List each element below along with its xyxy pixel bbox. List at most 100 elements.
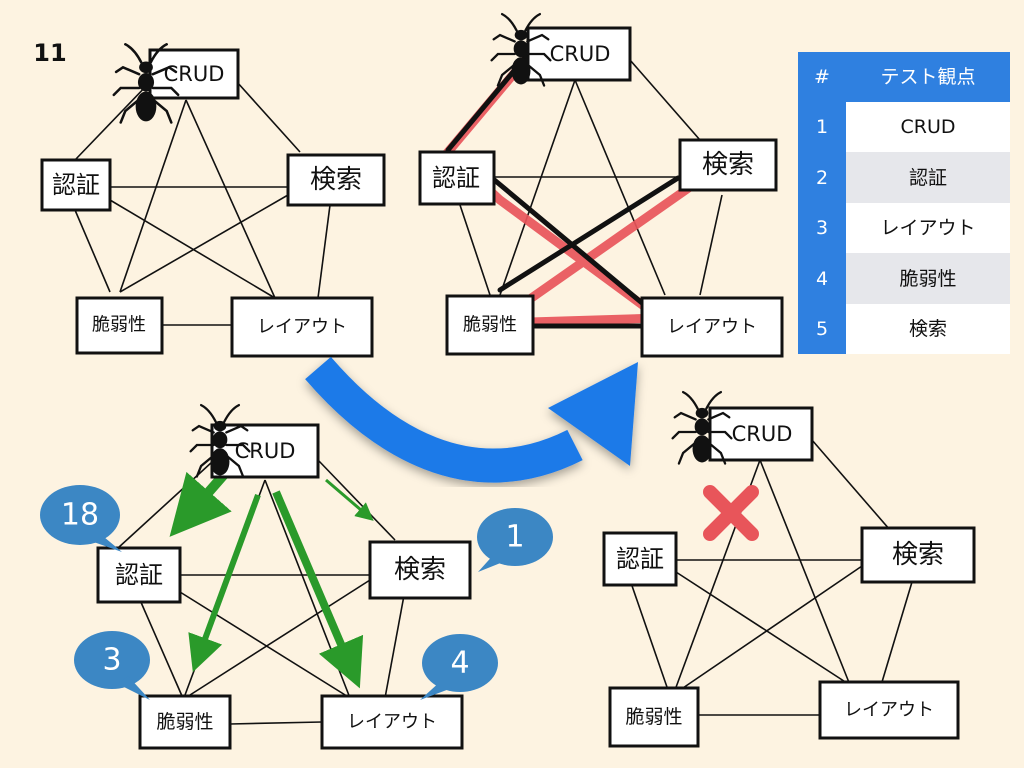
node-crud: CRUD [210,423,320,479]
edge [139,599,183,697]
table-cell-num: 2 [816,167,828,189]
node-crud: CRUD [148,48,240,100]
ant-bug-icon [671,390,733,465]
edge [679,565,863,691]
edge [574,79,666,296]
node-label: レイアウト [257,317,347,338]
node-layout: レイアウト [230,296,374,358]
table-row [846,152,1010,203]
ant-bug-icon [490,12,552,87]
node-label: CRUD [235,439,296,463]
node-label: 認証 [616,545,664,573]
node-label: 検索 [310,165,362,195]
table-cell-num: 3 [816,217,828,239]
bubble-count: 1 [505,520,524,555]
table-cell-label: レイアウト [880,217,975,239]
node-label: レイアウト [667,317,757,338]
edge [881,581,913,683]
node-label: 検索 [394,555,446,585]
node-vuln: 脆弱性 [75,296,164,355]
edges [74,81,331,326]
bubble-vuln: 3 [74,631,150,700]
table-cell-label: 検索 [909,318,947,340]
graph-bottom-left: CRUD 認証 検索 脆弱性 レイアウト [40,403,553,750]
node-vuln: 脆弱性 [138,694,232,750]
node-vuln: 脆弱性 [608,686,700,748]
edge [811,439,891,531]
bubble-auth: 18 [40,485,122,552]
table-cell-num: 1 [816,116,828,138]
edge [459,204,491,296]
table-cell-label: 脆弱性 [899,268,956,290]
arrow-crud-to-vuln [188,493,261,673]
node-label: 認証 [432,164,480,192]
ant-bug-icon [189,403,251,478]
edge [629,579,669,691]
edge [189,579,371,696]
edge [74,209,111,293]
graph-top-middle: CRUD 認証 検索 脆弱性 レイアウト [418,12,784,358]
node-label: 認証 [115,561,163,589]
ant-bug-icon [112,43,180,124]
table-cell-label: 認証 [909,167,947,189]
edge [109,199,276,299]
edge [119,194,289,293]
bubble-count: 3 [102,643,121,678]
x-mark-icon [703,485,759,541]
graph-top-left: CRUD 認証 検索 脆弱性 レイアウト [40,43,386,358]
table-header [798,52,1010,102]
arrow-crud-to-layout [272,490,364,689]
node-label: 脆弱性 [92,315,146,336]
node-label: 認証 [52,171,100,199]
node-layout: レイアウト [818,680,960,740]
table-cell-num: 4 [816,268,828,290]
node-label: レイアウト [347,712,437,733]
node-search: 検索 [860,526,976,584]
table-row [846,253,1010,304]
page-number: 11 [33,39,66,67]
edge [264,479,351,699]
bubble-search: 1 [477,508,553,572]
node-search: 検索 [368,540,472,600]
edge [317,204,331,299]
table-header-label: テスト観点 [880,66,975,88]
table-header-num: # [814,66,830,88]
node-label: 検索 [892,540,944,570]
bubble-count: 18 [61,498,99,533]
curved-arrow-icon [305,356,638,483]
edge [499,79,576,296]
node-search: 検索 [678,138,778,192]
edge [629,59,701,141]
edges [629,439,913,716]
table-row [846,203,1010,253]
node-label: 脆弱性 [625,706,682,728]
node-search: 検索 [286,153,386,207]
table-row [846,304,1010,354]
node-auth: 認証 [602,531,678,587]
edge [236,81,301,153]
edge [384,589,406,699]
edge [699,194,723,296]
node-label: CRUD [164,62,225,86]
arrow-crud-to-search [325,478,374,521]
edge [185,99,276,299]
table-num-column [798,102,846,354]
bubble-layout: 4 [420,634,498,700]
bubble-count: 4 [450,646,469,681]
edge [675,571,851,686]
table-cell-label: CRUD [900,116,955,138]
edge [759,459,851,686]
node-label: CRUD [550,42,611,66]
node-label: 検索 [702,150,754,180]
node-layout: レイアウト [320,694,464,750]
node-auth: 認証 [418,150,496,206]
edge [119,99,187,293]
node-label: 脆弱性 [156,711,213,733]
node-label: レイアウト [844,700,934,721]
edges [459,59,723,296]
edge [74,81,151,161]
node-label: CRUD [732,422,793,446]
node-auth: 認証 [96,546,182,604]
edge [229,721,323,725]
